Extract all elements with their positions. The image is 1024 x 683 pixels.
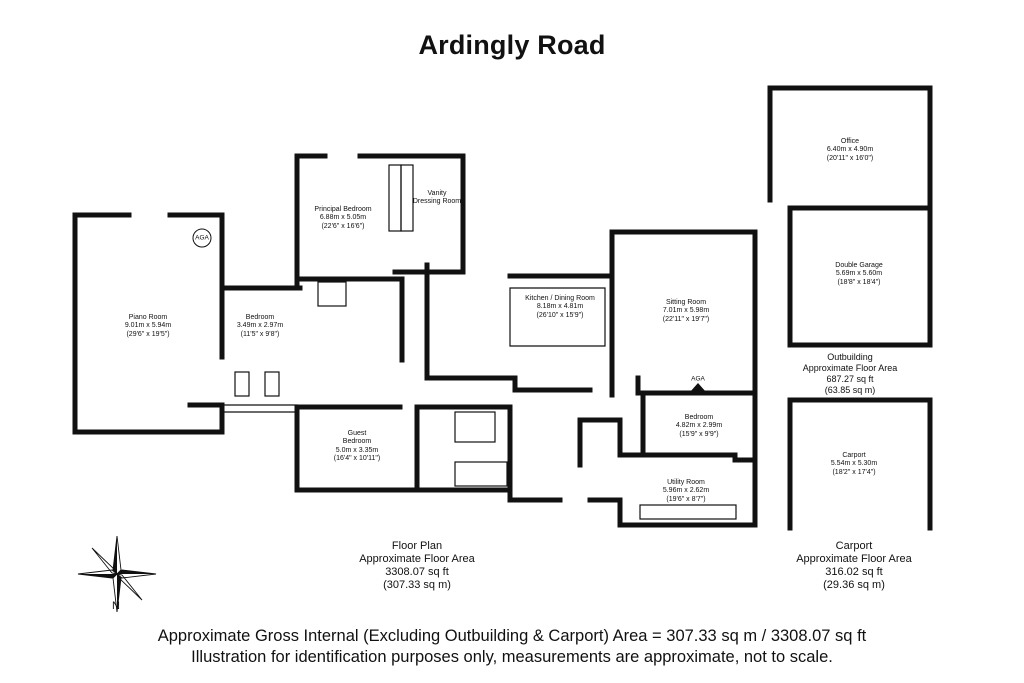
guest-wing-walls: [294, 404, 623, 503]
outbuilding-walls: [767, 85, 933, 348]
footer-disclaimer: Illustration for identification purposes…: [191, 648, 833, 666]
aga-stove-marker: [690, 383, 706, 392]
piano-room-walls: [72, 212, 303, 435]
page-title: Ardingly Road: [418, 30, 606, 60]
compass-north-label: N: [112, 600, 120, 612]
right-wing-walls: [577, 390, 758, 528]
aga-label-sitting: AGA: [691, 375, 705, 383]
carport-walls: [787, 397, 933, 531]
principal-bedroom-walls: [294, 153, 466, 363]
footer-area-line: Approximate Gross Internal (Excluding Ou…: [157, 627, 867, 645]
interior-details: [221, 164, 756, 520]
compass-rose-icon: [77, 535, 157, 613]
aga-label-piano: AGA: [195, 234, 209, 242]
kitchen-walls: [424, 229, 615, 398]
aga-symbol: [192, 228, 212, 248]
